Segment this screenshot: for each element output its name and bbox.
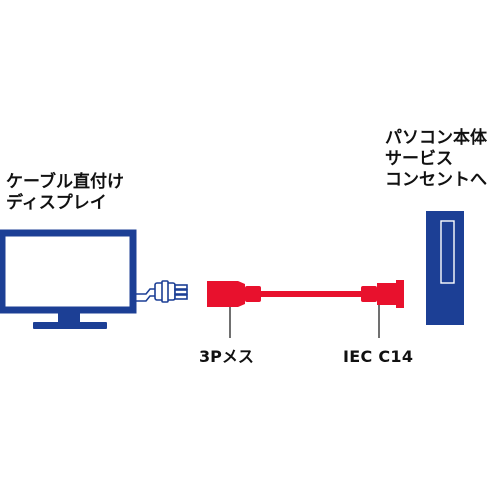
monitor-label-line-2: ディスプレイ [6, 193, 107, 213]
pc-label-line-2: サービス [385, 149, 453, 169]
plug-icon [133, 280, 188, 303]
power-cable-icon [207, 280, 404, 308]
monitor-cable [133, 288, 155, 295]
iec-strain-relief [361, 286, 377, 302]
female-3p-connector [207, 281, 245, 307]
plug-pin-bottom [174, 294, 188, 300]
monitor-icon [0, 229, 137, 329]
pc-label-line-1: パソコン本体 [385, 128, 487, 148]
iec-c14-label: IEC C14 [343, 347, 414, 366]
female-3p-strain-relief [245, 286, 261, 302]
female-3p-label: 3Pメス [199, 347, 254, 366]
monitor-label-line-1: ケーブル直付け [6, 172, 124, 192]
cable-line [260, 291, 362, 297]
pc-label-line-3: コンセントへ [385, 170, 487, 190]
monitor-stand [33, 322, 107, 329]
pc-label: パソコン本体 サービス コンセントへ [385, 128, 487, 191]
plug-pin-middle [174, 289, 188, 295]
plug-ridge [161, 280, 169, 303]
pc-tower-icon [426, 211, 464, 325]
monitor-neck [58, 312, 80, 323]
plug-pin-top [174, 284, 188, 290]
monitor-cable-lower [133, 295, 155, 302]
monitor-screen [0, 229, 137, 314]
monitor-label: ケーブル直付け ディスプレイ [6, 172, 124, 214]
pc-drive-slot [440, 220, 455, 284]
iec-c14-connector [377, 280, 404, 308]
